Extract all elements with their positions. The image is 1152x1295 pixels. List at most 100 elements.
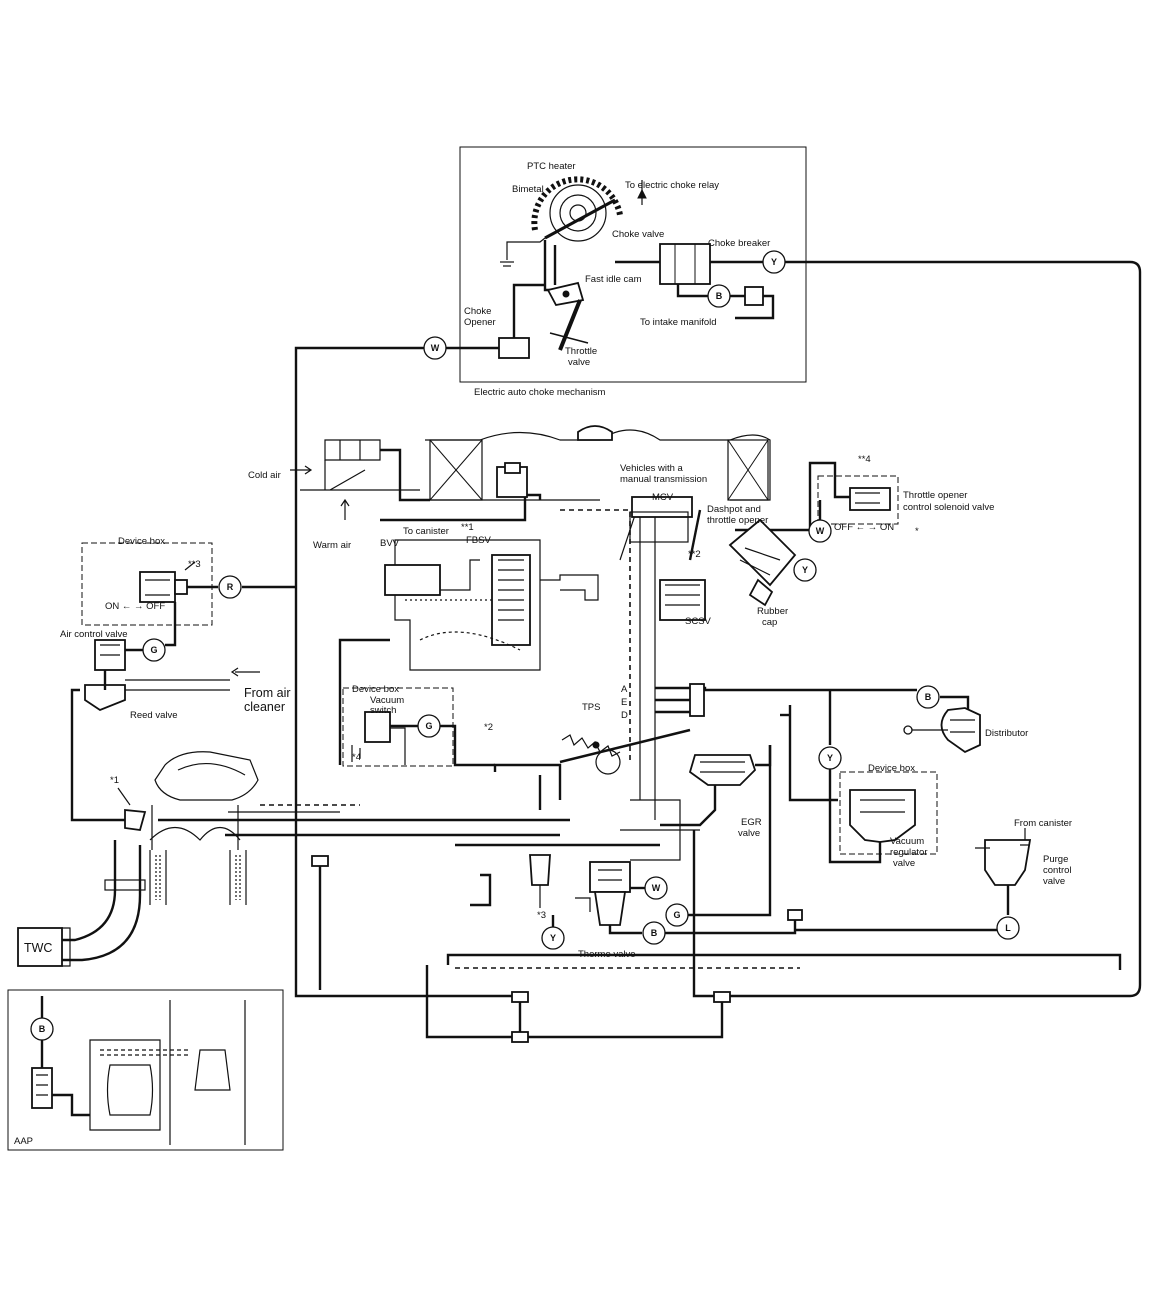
hose-tag-l-purge: L xyxy=(996,916,1020,940)
hose-tag-w-choke: W xyxy=(423,336,447,360)
label-to-intake: To intake manifold xyxy=(640,317,717,328)
hose-tag-r-left: R xyxy=(218,575,242,599)
label-choke-breaker: Choke breaker xyxy=(708,238,770,249)
air-solenoid xyxy=(139,571,176,603)
label-twc: TWC xyxy=(24,941,52,955)
label-rubber-2: cap xyxy=(762,617,777,628)
label-to-canister: To canister xyxy=(403,526,449,537)
hose-tag-b-thermo: B xyxy=(642,921,666,945)
hose-tag-y-dashpot: Y xyxy=(793,558,817,582)
svg-text:G: G xyxy=(150,645,157,655)
thermo-valve-assembly xyxy=(455,843,1000,935)
label-reed-valve: Reed valve xyxy=(130,710,178,721)
label-device-box-center: Device box xyxy=(352,684,399,695)
choke-opener xyxy=(498,337,530,359)
svg-text:Y: Y xyxy=(802,565,808,575)
svg-text:W: W xyxy=(431,343,440,353)
label-note-2: *2 xyxy=(484,722,493,733)
label-ptc-heater: PTC heater xyxy=(527,161,576,172)
label-from-canister: From canister xyxy=(1014,818,1072,829)
label-device-box-right: Device box xyxy=(868,763,915,774)
labels: PTC heater Bimetal To electric choke rel… xyxy=(14,161,1072,1147)
svg-text:B: B xyxy=(39,1024,46,1034)
svg-text:B: B xyxy=(651,928,658,938)
label-note-3-center: *3 xyxy=(537,910,546,921)
wing-nut xyxy=(577,425,613,441)
label-vacuum-reg-3: valve xyxy=(893,858,915,869)
svg-text:G: G xyxy=(425,721,432,731)
svg-text:Y: Y xyxy=(827,753,833,763)
svg-text:R: R xyxy=(227,582,234,592)
intake-restrictor xyxy=(744,286,764,306)
svg-text:B: B xyxy=(716,291,723,301)
air-control-valve xyxy=(70,639,260,831)
label-port-d: D xyxy=(621,710,628,721)
hose-tag-g-air: G xyxy=(142,638,166,662)
bvv xyxy=(384,564,441,596)
aap-inset xyxy=(7,989,284,1151)
label-purge-3: valve xyxy=(1043,876,1065,887)
hose-tag-b-dist: B xyxy=(916,685,940,709)
hose-tag-y-devbox: Y xyxy=(818,746,842,770)
label-purge-2: control xyxy=(1043,865,1072,876)
aap-diaphragm xyxy=(31,1067,53,1109)
label-from-air-2: cleaner xyxy=(244,700,285,714)
vacuum-switch xyxy=(364,711,391,743)
label-device-box-left: Device box xyxy=(118,536,165,547)
label-vehicles-1: Vehicles with a xyxy=(620,463,684,474)
svg-text:G: G xyxy=(673,910,680,920)
svg-text:L: L xyxy=(1005,923,1011,933)
label-topener-1: Throttle opener xyxy=(903,490,967,501)
hose-tag-w-thermo: W xyxy=(644,876,668,900)
tps-sensor xyxy=(559,728,691,775)
label-mcv: MCV xyxy=(652,492,674,503)
label-bvv: BVV xyxy=(380,538,400,549)
svg-text:Y: Y xyxy=(771,257,777,267)
label-egr-2: valve xyxy=(738,828,760,839)
label-vacuum-reg-2: regulator xyxy=(890,847,928,858)
label-choke-valve: Choke valve xyxy=(612,229,664,240)
vacuum-regulator-valve xyxy=(849,789,916,843)
label-port-e: E xyxy=(621,697,627,708)
label-aap: AAP xyxy=(14,1136,33,1147)
label-rubber-1: Rubber xyxy=(757,606,788,617)
scsv xyxy=(659,579,706,621)
label-dashpot-1: Dashpot and xyxy=(707,504,761,515)
label-topener-2: control solenoid valve xyxy=(903,502,994,513)
label-cold-air: Cold air xyxy=(248,470,281,481)
label-note-4: *4 xyxy=(352,752,361,763)
label-warm-air: Warm air xyxy=(313,540,351,551)
label-fast-idle-cam: Fast idle cam xyxy=(585,274,642,285)
label-scsv: SCSV xyxy=(685,616,712,627)
label-air-control: Air control valve xyxy=(60,629,128,640)
carburetor-assembly xyxy=(290,425,780,861)
label-purge-1: Purge xyxy=(1043,854,1068,865)
label-vehicles-2: manual transmission xyxy=(620,474,707,485)
intake-manifold xyxy=(17,751,570,967)
twc-converter xyxy=(17,927,63,967)
label-note-3: **3 xyxy=(188,559,201,570)
hose-tag-b-intake: B xyxy=(707,284,731,308)
ptc-heater-coil xyxy=(531,176,623,242)
purge-control-valve xyxy=(975,828,1032,915)
label-on-off: ON ← → OFF xyxy=(105,601,165,612)
throttle-valve-plate xyxy=(558,299,582,351)
label-vacuum-reg-1: Vacuum xyxy=(890,836,924,847)
hose-tag-y-thermo: Y xyxy=(541,926,565,950)
hose-tag-b-aap: B xyxy=(30,1017,54,1041)
label-relay: To electric choke relay xyxy=(625,180,719,191)
dashpot xyxy=(688,509,812,607)
svg-text:W: W xyxy=(816,526,825,536)
label-fbsv: FBSV xyxy=(466,535,491,546)
label-distributor: Distributor xyxy=(985,728,1028,739)
hose-tag-y-breaker: Y xyxy=(762,250,786,274)
svg-text:B: B xyxy=(925,692,932,702)
center-device-box xyxy=(338,638,495,767)
hose-tag-w-topener: W xyxy=(808,519,832,543)
label-throttle-1: Throttle xyxy=(565,346,597,357)
label-choke-opener-2: Opener xyxy=(464,317,496,328)
label-dashpot-2: throttle opener xyxy=(707,515,768,526)
left-device-box xyxy=(81,542,296,647)
distributor xyxy=(903,695,981,754)
